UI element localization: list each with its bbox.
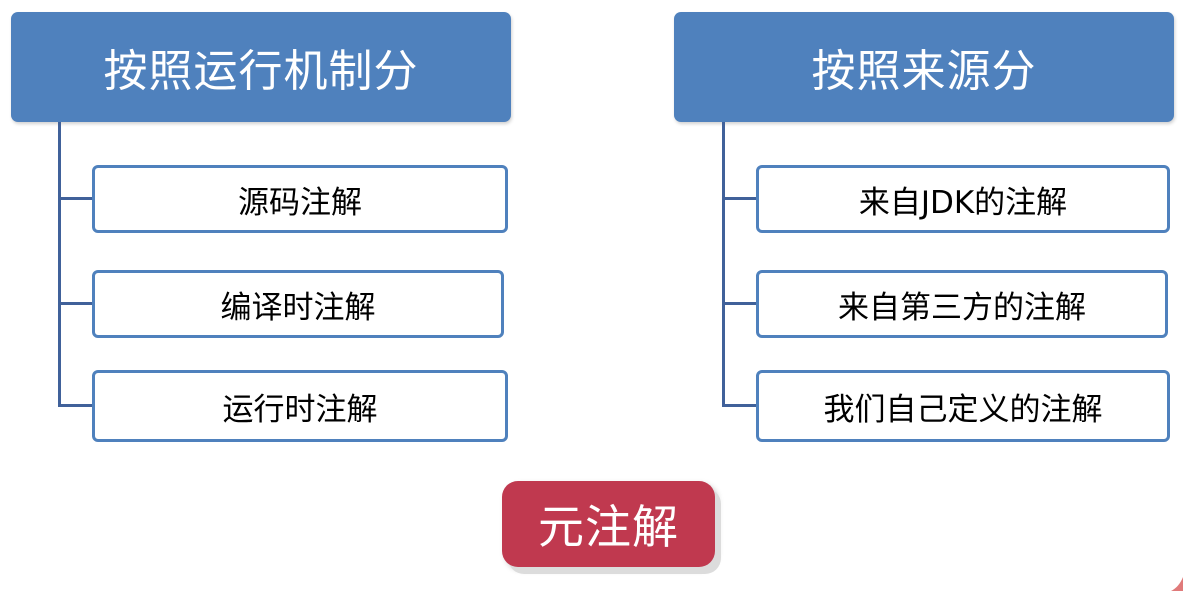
right-item-custom-annotation: 我们自己定义的注解 <box>756 370 1170 442</box>
left-trunk-connector <box>58 122 61 407</box>
left-item-runtime-annotation: 运行时注解 <box>92 370 508 442</box>
left-branch-connector <box>58 197 94 200</box>
meta-annotation-box: 元注解 <box>502 481 715 567</box>
right-group-header: 按照来源分 <box>674 12 1174 122</box>
right-item-third-party-annotation: 来自第三方的注解 <box>756 270 1168 338</box>
right-trunk-connector <box>722 122 725 407</box>
right-branch-connector <box>722 197 758 200</box>
corner-decoration-icon <box>1171 577 1183 591</box>
left-item-compile-time-annotation: 编译时注解 <box>92 270 504 338</box>
left-group-header: 按照运行机制分 <box>11 12 511 122</box>
left-item-source-annotation: 源码注解 <box>92 165 508 233</box>
right-branch-connector <box>722 302 758 305</box>
left-branch-connector <box>58 404 94 407</box>
right-item-jdk-annotation: 来自JDK的注解 <box>756 165 1170 233</box>
right-branch-connector <box>722 404 758 407</box>
left-branch-connector <box>58 302 94 305</box>
